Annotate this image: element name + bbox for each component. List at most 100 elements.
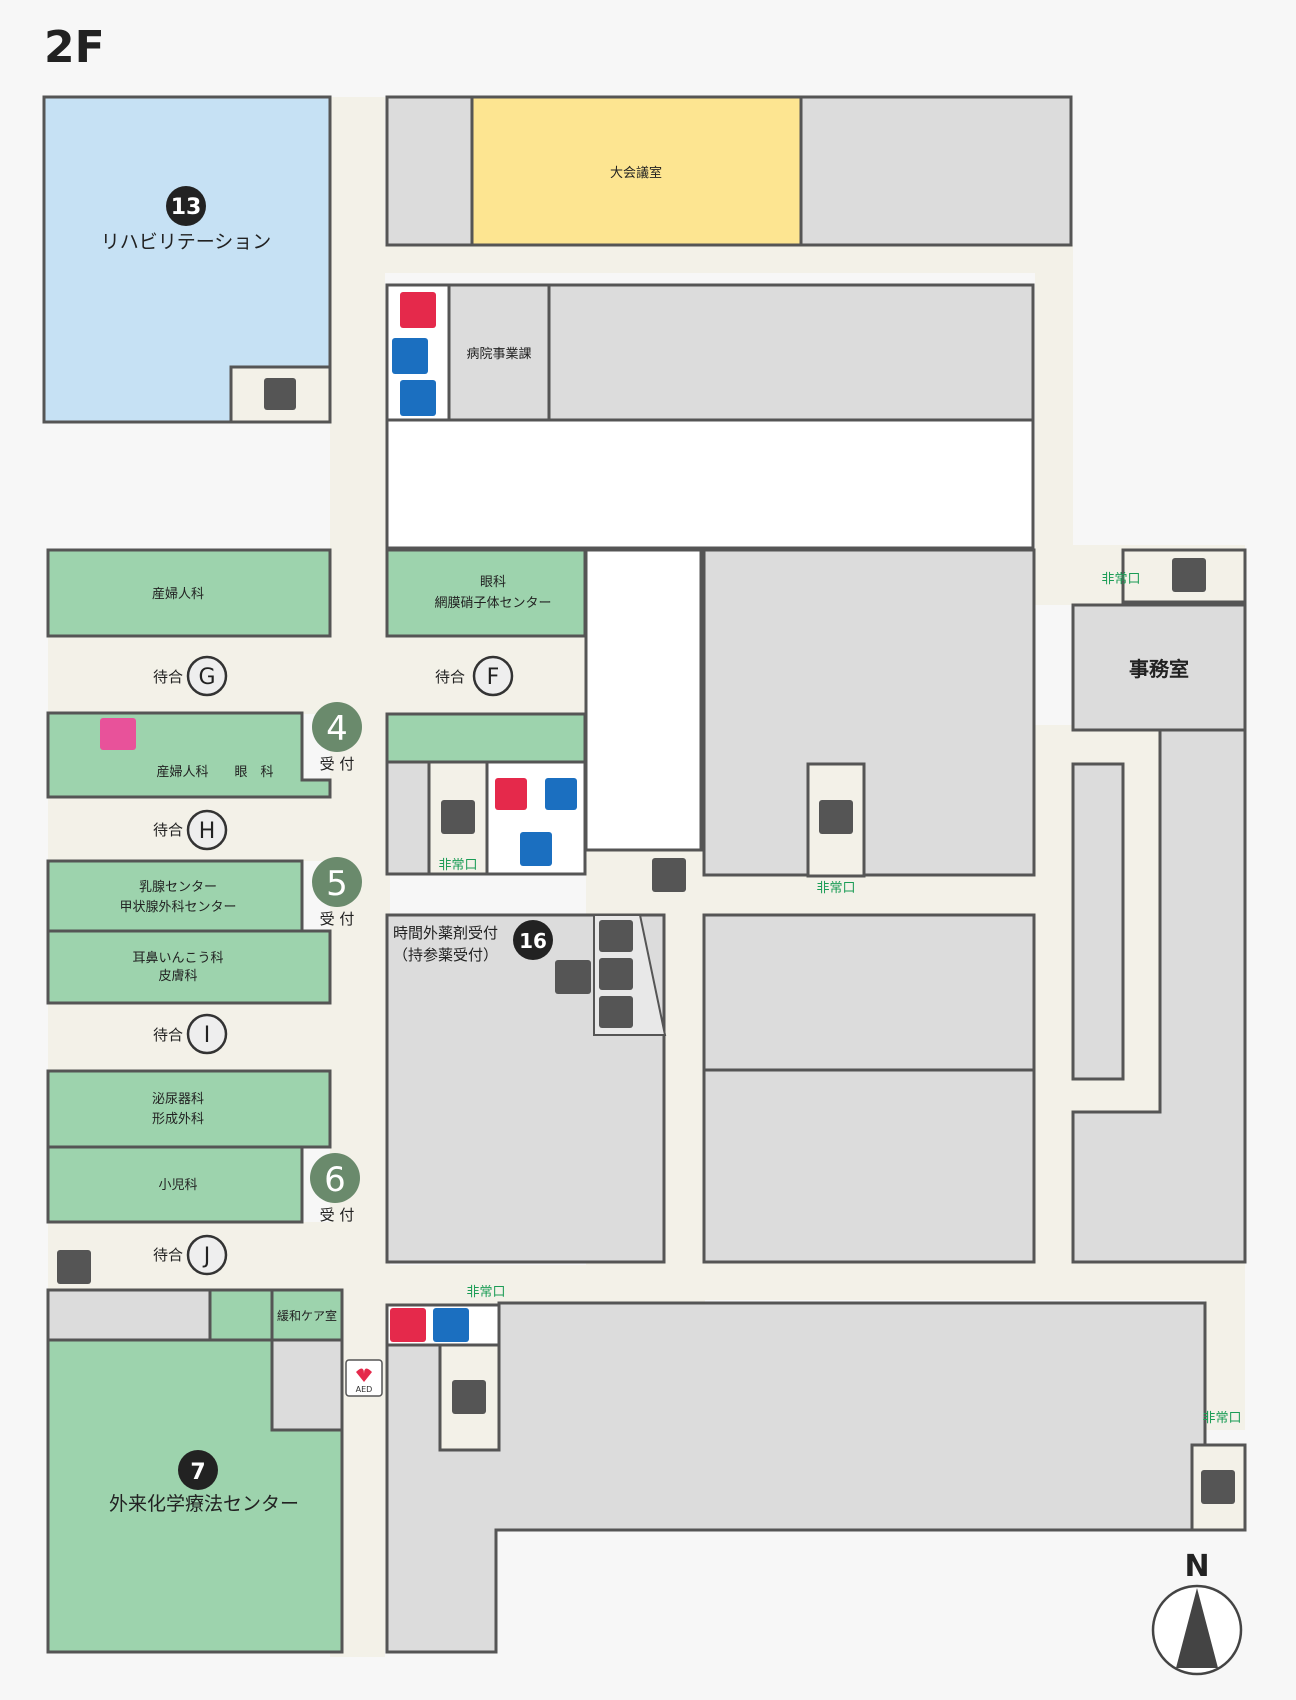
room-conference[interactable]: 大会議室	[470, 95, 803, 247]
conference-label: 大会議室	[610, 165, 662, 181]
reception-6-number: 6	[324, 1160, 346, 1200]
compass: N	[1151, 1549, 1243, 1676]
waiting-f-letter: F	[487, 665, 500, 690]
after-hours-line1: 時間外薬剤受付	[393, 924, 498, 942]
waiting-j-label: 待合	[153, 1246, 183, 1264]
restroom-block-top	[385, 283, 451, 422]
stairs-icon	[264, 378, 296, 410]
room-breast-thyroid[interactable]: 乳腺センター 甲状腺外科センター	[46, 859, 304, 933]
waiting-j-letter: J	[202, 1244, 211, 1269]
exit-label-5: 非常口	[1202, 1411, 1241, 1426]
plastic-surgery-label: 形成外科	[152, 1112, 204, 1127]
retina-center-label: 網膜硝子体センター	[434, 596, 551, 611]
nursing-room-icon	[100, 718, 136, 750]
waiting-f: 待合 F	[435, 655, 514, 697]
reception-5[interactable]: 5 受 付	[312, 857, 362, 928]
room-white-block	[385, 418, 1035, 550]
waiting-i: 待合 I	[153, 1013, 228, 1055]
female-restroom-icon	[390, 1308, 426, 1342]
room-far-right-large	[1071, 728, 1247, 1264]
compass-icon	[1176, 1588, 1218, 1668]
escalator-well	[584, 548, 703, 852]
male-restroom-icon	[433, 1308, 469, 1342]
restroom-block-center	[485, 760, 587, 876]
obgyn-eye-label: 産婦人科 眼 科	[156, 764, 273, 780]
room-right-gray-3	[702, 1068, 1036, 1264]
room-business-gray	[547, 283, 1035, 422]
hospital-business-label: 病院事業課	[466, 346, 531, 362]
pediatrics-label: 小児科	[158, 1178, 197, 1193]
accessible-restroom-icon	[520, 832, 552, 866]
room-ophthalmology[interactable]: 眼科 網膜硝子体センター	[385, 548, 587, 638]
male-restroom-icon	[400, 380, 436, 416]
chemo-center-label: 外来化学療法センター	[109, 1493, 299, 1515]
waiting-j: 待合 J	[57, 1234, 228, 1284]
dermatology-label: 皮膚科	[158, 968, 197, 984]
waiting-h-label: 待合	[153, 821, 183, 839]
stairs-icon	[1201, 1470, 1235, 1504]
room-urology-plastic[interactable]: 泌尿器科 形成外科	[46, 1069, 332, 1149]
room-bottom-large-gray	[385, 1301, 1207, 1654]
floor-label: 2F	[44, 22, 105, 73]
ent-label: 耳鼻いんこう科	[132, 950, 223, 966]
stairs-far-right-top: 非常口	[1101, 548, 1247, 604]
elevator-icon	[599, 920, 633, 952]
exit-label-3: 非常口	[1101, 572, 1140, 587]
aed[interactable]: AED	[345, 1359, 383, 1397]
compass-north-label: N	[1184, 1549, 1209, 1584]
reception-4-label: 受 付	[320, 755, 355, 773]
kids-space-icon	[57, 1250, 91, 1284]
reception-terminal-icon	[555, 960, 591, 994]
waiting-h: 待合 H	[153, 809, 228, 851]
after-hours-line2: （持参薬受付）	[393, 946, 498, 964]
reception-4[interactable]: 4 受 付	[312, 702, 362, 773]
waiting-g-letter: G	[198, 665, 215, 690]
breast-center-label: 乳腺センター	[139, 880, 217, 895]
room-top-left-gray	[385, 95, 474, 247]
obgyn-label: 産婦人科	[152, 586, 204, 602]
room-pediatrics[interactable]: 小児科	[46, 1145, 304, 1224]
waiting-g: 待合 G	[153, 655, 228, 697]
room-ent-derm[interactable]: 耳鼻いんこう科 皮膚科	[46, 929, 332, 1005]
marker-16: 16	[519, 929, 547, 953]
room-small-green	[208, 1288, 274, 1342]
room-right-gray-2	[702, 913, 1036, 1072]
accessible-restroom-icon	[392, 338, 428, 374]
reception-6[interactable]: 6 受 付	[310, 1153, 360, 1224]
room-chemotherapy[interactable]: 7 外来化学療法センター	[46, 1338, 344, 1654]
stairs-bottom-right: 非常口	[1190, 1411, 1247, 1532]
aed-label: AED	[356, 1385, 373, 1394]
reception-6-label: 受 付	[320, 1206, 355, 1224]
male-restroom-icon	[545, 778, 577, 810]
waiting-i-label: 待合	[153, 1026, 183, 1044]
room-right-gray-1	[702, 548, 1036, 877]
room-bottom-left-gray	[46, 1288, 212, 1342]
office-label: 事務室	[1129, 657, 1189, 681]
palliative-label: 緩和ケア室	[277, 1308, 337, 1323]
marker-7: 7	[190, 1460, 205, 1485]
stairs-icon	[452, 1380, 486, 1414]
urology-label: 泌尿器科	[152, 1092, 204, 1107]
stairs-center-right: 非常口	[806, 762, 866, 896]
room-office[interactable]: 事務室	[1071, 603, 1247, 732]
stairs-rehab	[229, 365, 332, 424]
room-center-green	[385, 712, 587, 764]
stairs-icon	[441, 800, 475, 834]
stairs-bottom-center	[438, 1343, 501, 1452]
exit-label-1: 非常口	[438, 858, 477, 873]
waiting-f-label: 待合	[435, 668, 465, 686]
room-obgyn-eye[interactable]: 産婦人科 眼 科	[46, 711, 332, 799]
waiting-g-label: 待合	[153, 668, 183, 686]
restroom-block-bottom	[385, 1303, 501, 1347]
thyroid-center-label: 甲状腺外科センター	[119, 900, 236, 915]
stairs-center-left: 非常口	[427, 760, 489, 876]
room-hospital-business[interactable]: 病院事業課	[447, 283, 551, 422]
reception-5-label: 受 付	[320, 910, 355, 928]
exit-label-4: 非常口	[466, 1285, 505, 1300]
public-phone-icon	[652, 858, 686, 892]
ophthalmology-label: 眼科	[480, 575, 506, 590]
room-palliative[interactable]: 緩和ケア室	[270, 1288, 344, 1342]
elevators	[593, 914, 667, 1036]
stairs-icon	[819, 800, 853, 834]
room-obgyn[interactable]: 産婦人科	[46, 548, 332, 638]
